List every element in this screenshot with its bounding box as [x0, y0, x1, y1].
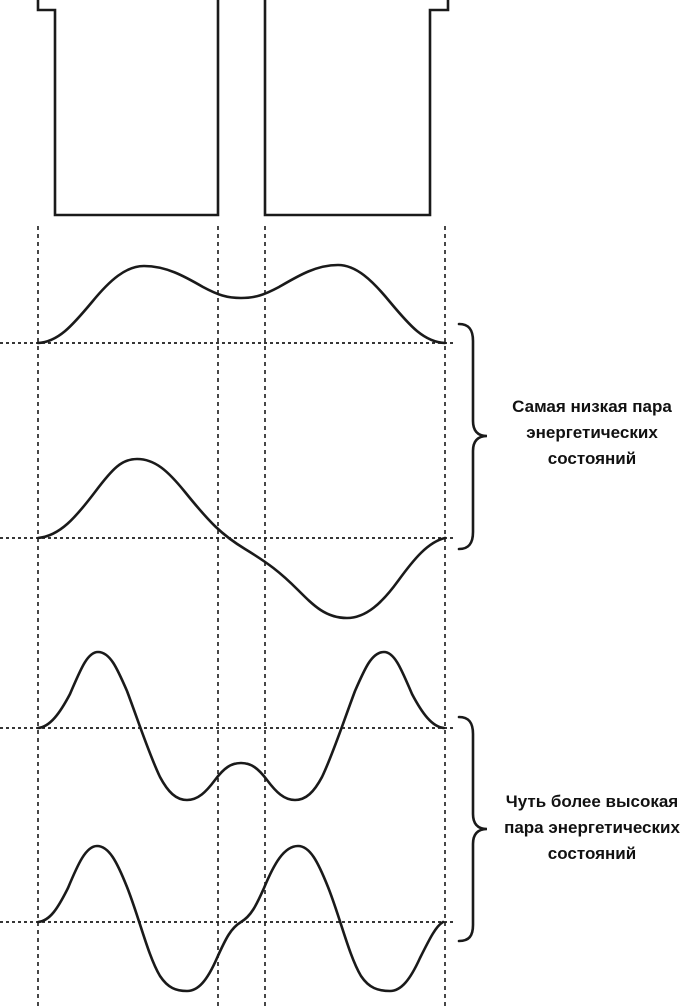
brace-high-pair	[457, 715, 488, 943]
label-higher-pair-line3: состояний	[547, 844, 637, 863]
label-lowest-pair-line3: состояний	[547, 449, 637, 468]
label-lowest-pair-line1: Самая низкая пара	[512, 397, 672, 416]
brace-low-pair	[457, 322, 488, 551]
wavefunction-ground-symmetric	[36, 263, 447, 345]
wavefunction-excited-antisymmetric	[36, 844, 445, 993]
label-higher-pair: Чуть более высокая пара энергетических с…	[494, 789, 690, 867]
potential-well-outline	[36, 0, 450, 217]
label-higher-pair-line2: пара энергетических	[504, 818, 680, 837]
label-lowest-pair-line2: энергетических	[526, 423, 658, 442]
wavefunction-ground-antisymmetric	[36, 457, 447, 620]
label-higher-pair-line1: Чуть более высокая	[505, 792, 679, 811]
label-lowest-pair: Самая низкая пара энергетических состоян…	[494, 394, 690, 472]
wavefunction-excited-symmetric	[36, 650, 446, 802]
